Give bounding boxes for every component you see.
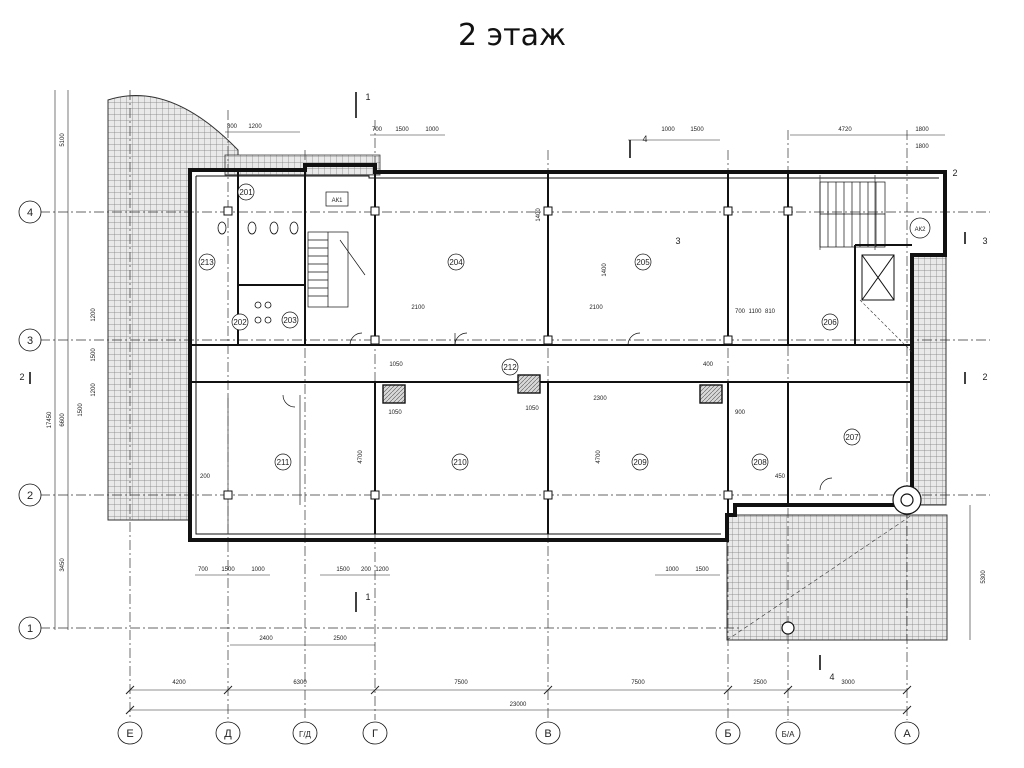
dim-interior: 450 xyxy=(775,474,786,480)
axis-1: 1 xyxy=(27,623,33,635)
terrace-bottom-right xyxy=(726,514,948,641)
section-mark-4-bottom: 4 xyxy=(829,672,834,682)
dim-interior: 1200 xyxy=(91,308,97,322)
dim-top-r-1: 1800 xyxy=(915,127,929,133)
room-202: 202 xyxy=(233,318,247,327)
stair-cell-ak1: АК1 xyxy=(332,198,343,204)
axis-e: Е xyxy=(126,728,133,740)
dim-bottom-1: 6300 xyxy=(293,680,307,686)
dim-bottom-0: 4200 xyxy=(172,680,186,686)
dim-win-l-0: 700 xyxy=(198,567,209,573)
dim-top-m2-1: 1500 xyxy=(690,127,704,133)
section-mark-1-bottom: 1 xyxy=(365,592,370,602)
axis-2: 2 xyxy=(27,490,33,502)
dim-top-m-2: 1000 xyxy=(425,127,439,133)
dim-interior: 4700 xyxy=(596,450,602,464)
dim-interior: 1200 xyxy=(91,383,97,397)
dim-interior: 1050 xyxy=(525,406,539,412)
dim-interior: 2300 xyxy=(593,396,607,402)
dim-top-m2-0: 1000 xyxy=(661,127,675,133)
room-209: 209 xyxy=(633,458,647,467)
axis-3: 3 xyxy=(27,335,33,347)
section-mark-2-top: 2 xyxy=(952,168,957,178)
axis-d: Д xyxy=(224,728,232,740)
dim-top-l-1: 1200 xyxy=(248,124,262,130)
dim-top-m-0: 700 xyxy=(372,127,383,133)
dim-left-0: 5100 xyxy=(60,133,66,147)
section-mark-1-top: 1 xyxy=(365,92,370,102)
room-207: 207 xyxy=(845,433,859,442)
dim-bottom-4: 2500 xyxy=(753,680,767,686)
dim-interior: 1500 xyxy=(91,348,97,362)
dim-left-1: 17450 xyxy=(47,411,53,428)
dim-win-m-0: 1500 xyxy=(336,567,350,573)
section-mark-2-left: 2 xyxy=(19,372,24,382)
dim-left-2: 6600 xyxy=(60,413,66,427)
dim-top-r-0: 4720 xyxy=(838,127,852,133)
dim-bottom-3: 7500 xyxy=(631,680,645,686)
dim-win-l-2: 1000 xyxy=(251,567,265,573)
stair-cell-ak2: АК2 xyxy=(915,227,926,233)
dim-win-m-1: 200 xyxy=(361,567,372,573)
dim-top-m-1: 1500 xyxy=(395,127,409,133)
room-210: 210 xyxy=(453,458,467,467)
room-204: 204 xyxy=(449,258,463,267)
dim-interior: 810 xyxy=(765,309,776,315)
axis-gd: Г/Д xyxy=(299,730,312,739)
axis-g: Г xyxy=(372,728,378,740)
dim-interior: 2100 xyxy=(411,305,425,311)
room-206: 206 xyxy=(823,318,837,327)
dim-interior: 5300 xyxy=(981,570,987,584)
room-213: 213 xyxy=(200,258,214,267)
dim-left-3: 3450 xyxy=(60,558,66,572)
axis-4: 4 xyxy=(27,207,33,219)
dim-win-r-1: 1500 xyxy=(695,567,709,573)
dim-total: 23000 xyxy=(510,702,527,708)
dim-interior: 2100 xyxy=(589,305,603,311)
dim-interior: 1050 xyxy=(389,362,403,368)
dim-win-m-2: 1200 xyxy=(375,567,389,573)
axis-b: Б xyxy=(724,728,731,740)
dim-bottom2-1: 2500 xyxy=(333,636,347,642)
terrace-right-strip xyxy=(911,254,947,506)
dim-interior: 1400 xyxy=(536,208,542,222)
room-212: 212 xyxy=(503,363,517,372)
section-mark-3-left: 3 xyxy=(675,236,680,246)
dim-interior: 1050 xyxy=(388,410,402,416)
section-mark-3-right: 3 xyxy=(982,236,987,246)
dim-bottom-2: 7500 xyxy=(454,680,468,686)
dim-top-r-2: 1800 xyxy=(915,144,929,150)
dim-win-r-0: 1000 xyxy=(665,567,679,573)
section-mark-2-right: 2 xyxy=(982,372,987,382)
dim-interior: 700 xyxy=(735,309,746,315)
room-203: 203 xyxy=(283,316,297,325)
section-mark-4-top: 4 xyxy=(642,134,647,144)
axis-v: В xyxy=(544,728,551,740)
dim-interior: 4700 xyxy=(358,450,364,464)
room-201: 201 xyxy=(239,188,253,197)
dim-interior: 400 xyxy=(703,362,714,368)
dim-interior: 200 xyxy=(200,474,211,480)
stair-left xyxy=(307,231,366,308)
dim-bottom-5: 3000 xyxy=(841,680,855,686)
stair-right xyxy=(819,181,886,248)
outer-wall xyxy=(188,163,947,542)
terrace-left xyxy=(107,95,239,521)
plan-title: 2 этаж xyxy=(458,18,566,53)
dim-bottom2-0: 2400 xyxy=(259,636,273,642)
dim-win-l-1: 1500 xyxy=(221,567,235,573)
room-211: 211 xyxy=(277,458,290,467)
room-205: 205 xyxy=(636,258,650,267)
dim-interior: 1500 xyxy=(78,403,84,417)
axis-a: А xyxy=(903,728,911,740)
room-208: 208 xyxy=(753,458,767,467)
dim-top-l-0: 800 xyxy=(227,124,238,130)
dim-interior: 900 xyxy=(735,410,746,416)
dim-interior: 1400 xyxy=(602,263,608,277)
axis-ba: Б/А xyxy=(782,730,795,739)
dim-interior: 1100 xyxy=(749,309,763,315)
